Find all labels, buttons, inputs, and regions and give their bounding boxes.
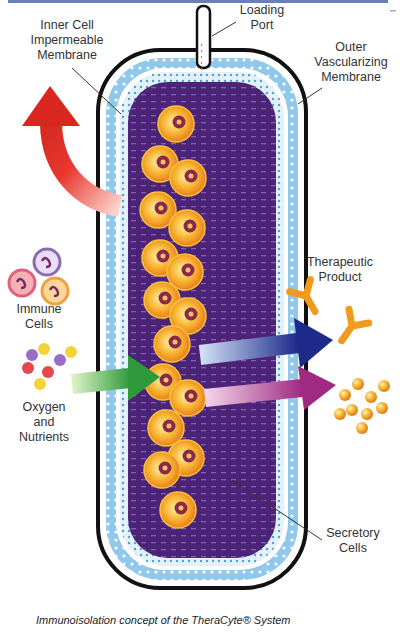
- membrane-pores: [106, 58, 298, 580]
- nutrient-molecule: [26, 349, 38, 361]
- product-molecule: [356, 422, 368, 434]
- part-label: Therapeutic Product: [300, 255, 380, 285]
- product-arrow: [200, 343, 298, 355]
- arrow-head: [298, 366, 336, 410]
- product-molecule: [378, 380, 390, 392]
- cell-nucleus: [42, 258, 50, 267]
- nutrient-molecule: [22, 362, 34, 374]
- nutrient-arrow: [72, 378, 130, 384]
- secretory-cell: [170, 160, 206, 196]
- secretory-cell: [148, 410, 184, 446]
- immune-cell: [42, 278, 68, 304]
- outer-membrane: [106, 58, 298, 580]
- rejection-arrow: [51, 124, 120, 206]
- leader-line: [212, 22, 236, 36]
- nutrient-molecule: [65, 346, 77, 358]
- nutrient-molecule: [38, 343, 50, 355]
- product-arrow: [205, 388, 302, 398]
- cell-nucleus: [17, 279, 25, 288]
- arrow-head: [128, 355, 160, 401]
- product-molecule: [376, 402, 388, 414]
- secretory-cell: [158, 106, 194, 142]
- arrow-head: [294, 318, 333, 368]
- cell-chamber: [128, 82, 276, 558]
- part-label: Oxygen and Nutrients: [12, 400, 76, 445]
- product-molecule: [365, 391, 377, 403]
- tick-mark: [390, 10, 396, 12]
- part-label: Loading Port: [232, 3, 292, 33]
- leader-line: [232, 480, 322, 540]
- secretory-cell: [154, 326, 190, 362]
- immune-cell: [9, 270, 35, 296]
- top-rule: [8, 0, 388, 3]
- antibody-symbol: [290, 280, 326, 318]
- membrane-pores: [120, 72, 284, 566]
- part-label: Secretory Cells: [318, 526, 388, 556]
- antibody-symbol: [332, 309, 369, 347]
- part-label: Outer Vascularizing Membrane: [305, 40, 397, 85]
- nutrient-molecule: [34, 378, 46, 390]
- secretory-cell: [160, 492, 196, 528]
- membrane-gap: [116, 68, 288, 570]
- port-channel: [201, 40, 206, 84]
- leader-line: [72, 68, 121, 114]
- secretory-cell: [144, 452, 180, 488]
- figure-caption: Immunoisolation concept of the TheraCyte…: [36, 614, 291, 626]
- product-molecule: [346, 404, 358, 416]
- device-housing: [98, 50, 306, 588]
- cell-nucleus: [50, 287, 58, 296]
- chamber-texture: [128, 82, 276, 558]
- product-molecule: [352, 378, 364, 390]
- part-label: Inner Cell Impermeable Membrane: [22, 18, 112, 63]
- secretory-cell: [170, 380, 206, 416]
- product-molecule: [361, 408, 373, 420]
- product-molecule: [334, 408, 346, 420]
- immune-cell: [34, 249, 60, 275]
- product-molecule: [339, 389, 351, 401]
- inner-membrane: [120, 72, 284, 566]
- secretory-cell: [169, 210, 205, 246]
- leader-line: [298, 88, 322, 104]
- arrow-head: [22, 86, 80, 126]
- part-label: Immune Cells: [10, 302, 68, 332]
- nutrient-molecule: [42, 366, 54, 378]
- nutrient-molecule: [54, 354, 66, 366]
